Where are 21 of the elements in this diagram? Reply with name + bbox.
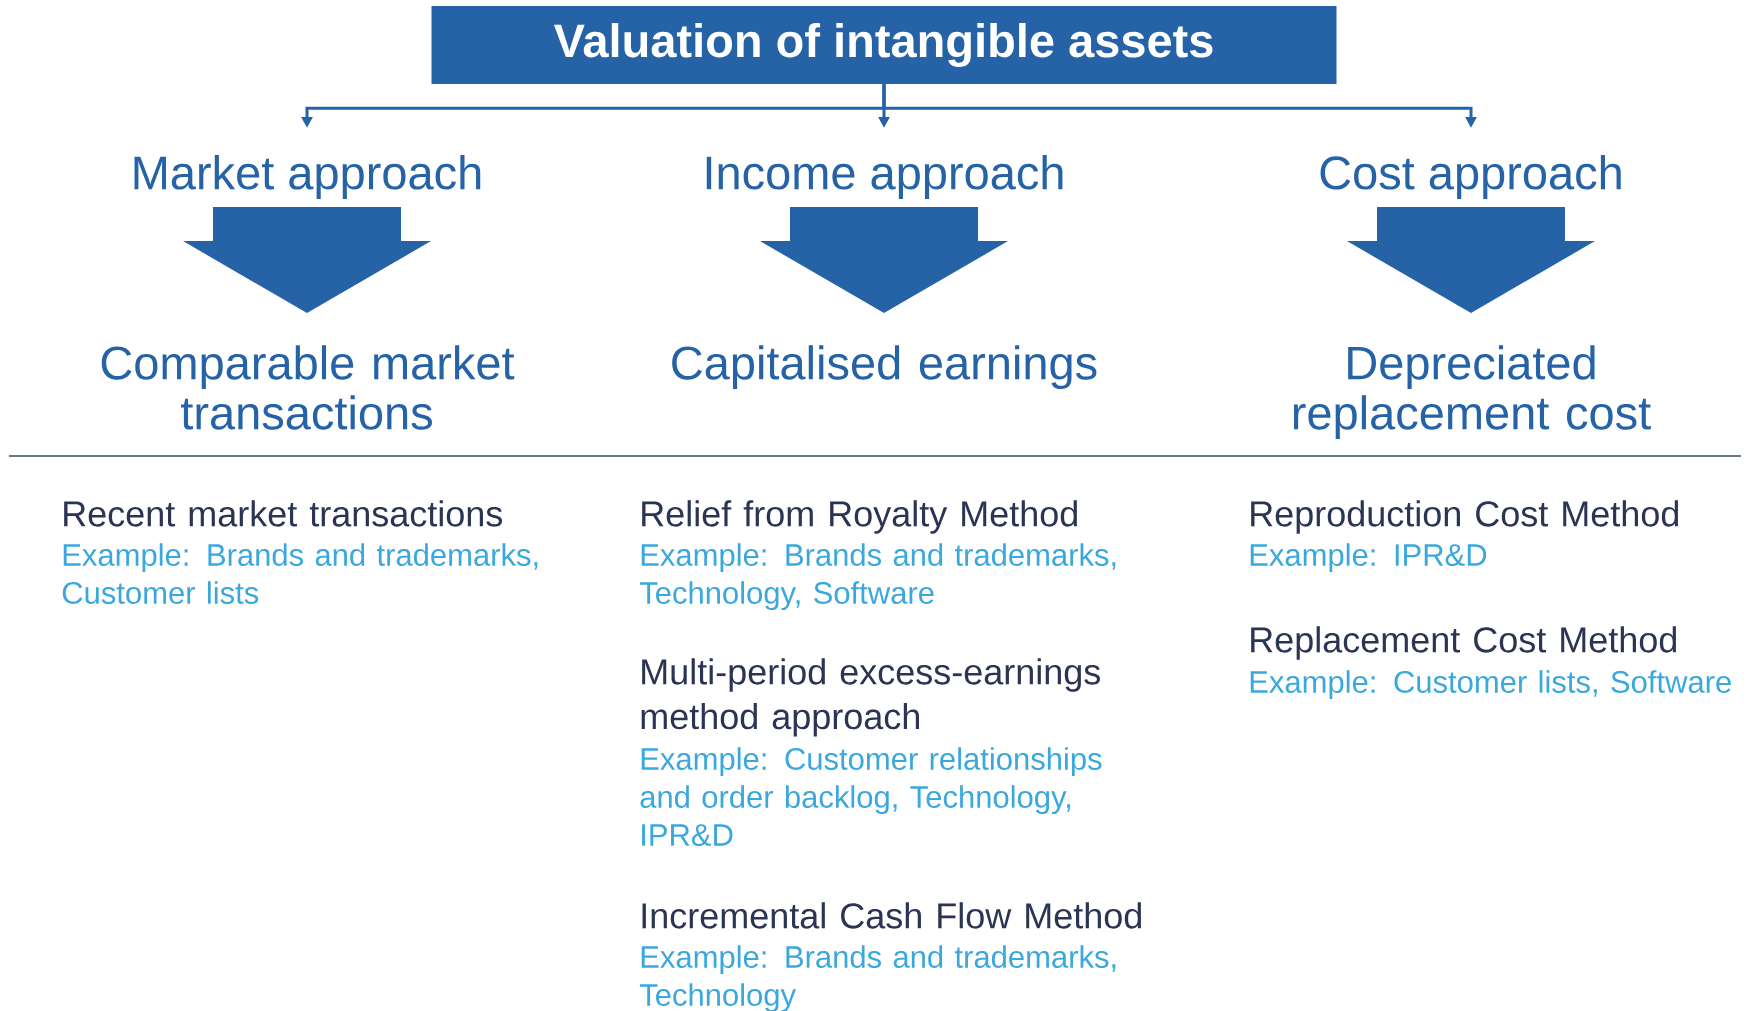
title-box: Valuation of intangible assets bbox=[431, 6, 1337, 84]
example-text: Example: Brands and trademarks, Technology, Software bbox=[639, 543, 1116, 611]
example-text: Example: IPR&D bbox=[1250, 543, 1487, 573]
block-arrow bbox=[760, 207, 1008, 313]
block-arrow bbox=[1347, 207, 1595, 313]
heading-text: Market approach bbox=[134, 155, 481, 199]
example-text: Example: Customer lists, Software bbox=[1250, 670, 1731, 700]
block-arrow bbox=[183, 207, 431, 313]
method-name: Recent market transactions bbox=[64, 500, 502, 527]
method-name: Reproduction Cost Method bbox=[1251, 500, 1678, 534]
example-text: Example: Brands and trademarks, Customer lists bbox=[62, 543, 538, 604]
heading-text: Cost approach bbox=[1320, 155, 1621, 199]
method-name: Multi-period excess-earnings method approach bbox=[641, 658, 1100, 737]
heading-text: Income approach bbox=[706, 155, 1063, 199]
result-text: Comparable market transactions bbox=[101, 345, 515, 430]
result-text: Depreciated replacement cost bbox=[1293, 345, 1651, 439]
method-name: Replacement Cost Method bbox=[1251, 626, 1676, 660]
method-name: Incremental Cash Flow Method bbox=[642, 902, 1141, 929]
result-text: Capitalised earnings bbox=[672, 345, 1097, 389]
example-text: Example: Customer relationships and order backlog, Technology, IPR&D bbox=[640, 747, 1102, 846]
method-name: Relief from Royalty Method bbox=[642, 500, 1077, 534]
